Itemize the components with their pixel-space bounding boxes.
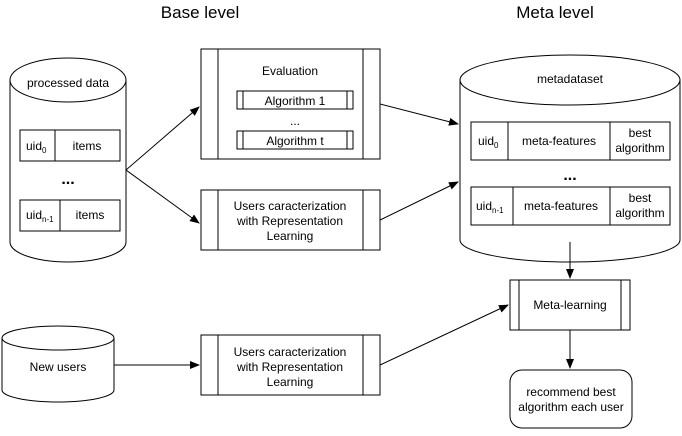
- metadataset-title: metadataset: [537, 72, 604, 86]
- recommend-line-2: algorithm each user: [518, 400, 623, 414]
- evaluation-title: Evaluation: [262, 64, 318, 78]
- svg-text:uidn-1: uidn-1: [476, 199, 504, 215]
- items-label: items: [73, 139, 102, 153]
- users-char-line-2: with Representation: [236, 214, 343, 228]
- metadataset-row-1: uid0 meta-features best algorithm: [470, 121, 671, 161]
- uid-label: uid: [476, 199, 492, 213]
- arrow-data-to-characterization: [125, 169, 200, 224]
- connectors: [114, 103, 574, 369]
- items-label: items: [76, 208, 105, 222]
- meta-features-label: meta-features: [524, 199, 598, 213]
- base-level-header: Base level: [161, 3, 239, 22]
- arrow-evaluation-to-metadataset: [379, 103, 459, 126]
- uid-subscript: n-1: [42, 215, 54, 224]
- users-char-line-1: Users caracterization: [234, 199, 347, 213]
- arrow-characterization-to-metadataset: [379, 181, 459, 221]
- users-char-line-2: with Representation: [236, 360, 343, 374]
- metadataset-row-2: uidn-1 meta-features best algorithm: [470, 186, 671, 226]
- users-char-line-3: Learning: [267, 375, 314, 389]
- recommend-box: recommend best algorithm each user: [509, 369, 633, 429]
- arrow-characterization-to-meta-learning: [379, 304, 509, 366]
- algorithm-1-box: Algorithm 1: [236, 90, 354, 110]
- svg-text:uidn-1: uidn-1: [26, 208, 54, 224]
- algorithm-t-label: Algorithm t: [266, 134, 324, 148]
- uid-label: uid: [26, 208, 42, 222]
- processed-data-title: processed data: [27, 76, 109, 90]
- meta-features-label: meta-features: [522, 134, 596, 148]
- algorithm-ellipsis: ...: [290, 114, 300, 128]
- new-users-cylinder: New users: [1, 325, 115, 403]
- new-users-label: New users: [30, 360, 87, 374]
- algorithm-t-box: Algorithm t: [236, 130, 354, 150]
- best-label: best: [629, 126, 652, 140]
- evaluation-box: Evaluation Algorithm 1 ... Algorithm t: [200, 48, 381, 160]
- algorithm-1-label: Algorithm 1: [265, 94, 326, 108]
- algorithm-label: algorithm: [615, 141, 664, 155]
- users-characterization-box-2: Users caracterization with Representatio…: [200, 334, 381, 396]
- metadataset-ellipsis: ...: [563, 167, 576, 184]
- uid-label: uid: [478, 134, 494, 148]
- meta-level-header: Meta level: [516, 3, 593, 22]
- best-label: best: [629, 191, 652, 205]
- svg-text:uid0: uid0: [26, 139, 47, 155]
- arrow-data-to-evaluation: [125, 106, 200, 171]
- algorithm-label: algorithm: [615, 206, 664, 220]
- users-characterization-box-1: Users caracterization with Representatio…: [200, 189, 381, 251]
- svg-text:uid0: uid0: [478, 134, 499, 150]
- users-char-line-1: Users caracterization: [234, 345, 347, 359]
- processed-data-ellipsis: ...: [61, 171, 74, 188]
- meta-learning-box: Meta-learning: [509, 279, 631, 331]
- processed-data-row-2: uidn-1 items: [19, 199, 121, 232]
- recommend-line-1: recommend best: [526, 385, 616, 399]
- uid-label: uid: [26, 139, 42, 153]
- metadataset-cylinder: metadataset uid0 meta-features best algo…: [459, 54, 681, 263]
- uid-subscript: 0: [494, 141, 499, 150]
- meta-learning-label: Meta-learning: [533, 298, 606, 312]
- processed-data-row-1: uid0 items: [19, 129, 121, 162]
- uid-subscript: n-1: [492, 206, 504, 215]
- uid-subscript: 0: [42, 146, 47, 155]
- processed-data-cylinder: processed data uid0 items ... uidn-1 ite…: [9, 57, 127, 263]
- users-char-line-3: Learning: [267, 229, 314, 243]
